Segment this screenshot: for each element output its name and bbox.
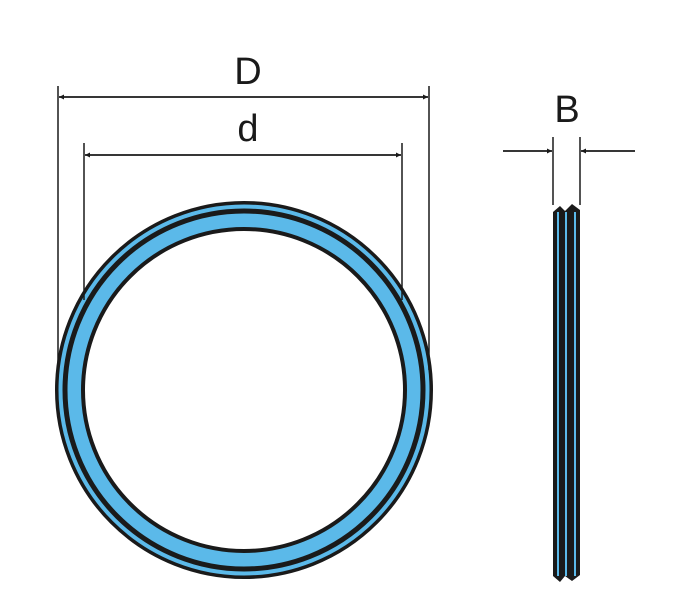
label-B: B <box>554 89 579 131</box>
ring-side-view <box>553 204 580 582</box>
ring-front-view <box>55 201 433 579</box>
extension-lines <box>57 86 581 370</box>
label-d: d <box>237 108 258 150</box>
label-D: D <box>234 51 261 93</box>
